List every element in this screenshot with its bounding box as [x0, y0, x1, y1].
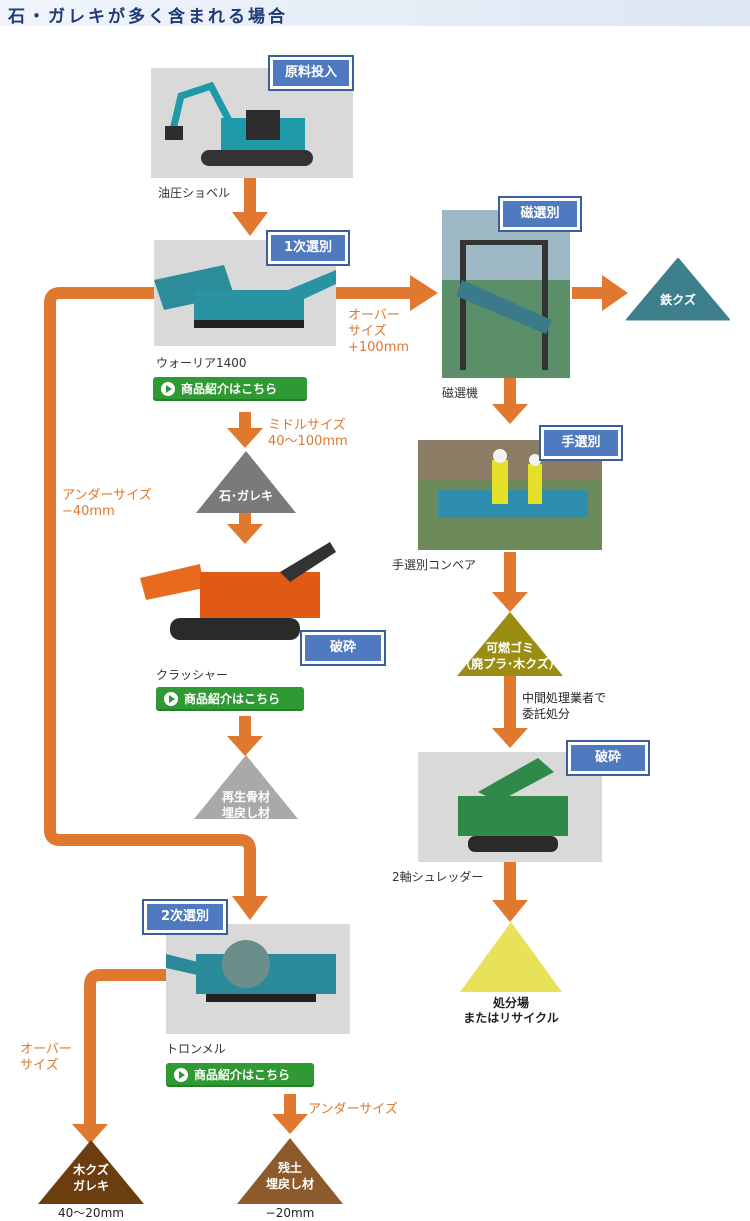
caption-warrior: ウォーリア1400 [156, 356, 247, 370]
tag-hand-sort: 手選別 [539, 425, 623, 461]
disposal-output-shape [460, 922, 562, 992]
caption-trommel: トロンメル [166, 1042, 226, 1056]
arrow-crusher-to-recycled [239, 716, 251, 740]
product-button-label: 商品紹介はこちら [194, 1068, 291, 1082]
play-icon [174, 1067, 188, 1082]
arrow-over-to-magnet [336, 287, 416, 299]
page-title: 石・ガレキが多く含まれる場合 [8, 7, 288, 27]
play-icon [164, 691, 178, 706]
arrow-hand-to-combustible [504, 552, 516, 596]
soil-output-label: 残土 埋戻し材 [265, 1161, 314, 1191]
arrow-trommel-to-soil-head [272, 1114, 308, 1134]
product-button-crusher[interactable]: 商品紹介はこちら [156, 687, 304, 711]
arrow-over2-path-head [72, 1124, 108, 1144]
arrow-shredder-to-disposal-head [492, 900, 528, 922]
label-middle: ミドルサイズ 40～100mm [268, 418, 348, 449]
product-button-warrior[interactable]: 商品紹介はこちら [153, 377, 307, 401]
label-under-2: アンダーサイズ [308, 1102, 398, 1117]
arrow-combustible-to-shredder-head [492, 728, 528, 748]
arrow-middle-to-stone [239, 412, 251, 432]
arrow-magnet-to-iron [572, 287, 608, 299]
caption-shredder: 2軸シュレッダー [392, 870, 484, 884]
caption-crusher: クラッシャー [156, 668, 229, 682]
tag-primary-screen: 1次選別 [266, 230, 350, 266]
arrow-magnet-to-hand [504, 378, 516, 408]
trommel-photo [166, 924, 350, 1034]
tag-feed: 原料投入 [268, 55, 354, 91]
arrow-magnet-to-iron-head [602, 275, 628, 311]
arrow-over2-path [84, 969, 166, 1128]
iron-output-label: 鉄クズ [660, 293, 696, 307]
combustible-output-shape [457, 612, 563, 676]
arrow-under-path [44, 287, 256, 900]
caption-excavator: 油圧ショベル [158, 186, 231, 200]
arrow-feed-to-screen [244, 178, 256, 216]
product-button-label: 商品紹介はこちら [184, 692, 281, 706]
label-under-40: アンダーサイズ −40mm [62, 488, 152, 519]
label-over-100: オーバー サイズ +100mm [348, 308, 410, 355]
soil-output-shape [237, 1138, 343, 1204]
arrow-over-to-magnet-head [410, 275, 438, 311]
wood-output-shape [38, 1140, 144, 1204]
stone-output-label: 石･ガレキ [218, 489, 273, 503]
recycled-output-shape [194, 755, 298, 819]
arrow-feed-to-screen-head [232, 212, 268, 236]
magnet-photo [442, 210, 570, 378]
stone-output-shape [196, 451, 296, 513]
recycled-output-label: 再生骨材 埋戻し材 [221, 790, 270, 820]
arrow-middle-to-stone-head [227, 428, 263, 448]
arrow-crusher-to-recycled-head [227, 736, 263, 756]
tag-crush-2: 破砕 [566, 740, 650, 776]
soil-output-size: −20mm [265, 1206, 315, 1220]
tag-secondary-screen: 2次選別 [142, 899, 228, 935]
crusher-photo [140, 542, 346, 652]
disposal-output-label: 処分場 またはリサイクル [463, 996, 559, 1025]
arrow-trommel-to-soil [284, 1094, 296, 1118]
arrow-magnet-to-hand-head [492, 404, 528, 424]
caption-magnet: 磁選機 [442, 386, 479, 400]
product-button-label: 商品紹介はこちら [181, 382, 278, 396]
wood-output-label: 木クズ ガレキ [72, 1163, 109, 1193]
combustible-output-label: 可燃ゴミ （廃プラ･木クズ） [459, 641, 561, 671]
arrow-hand-to-combustible-head [492, 592, 528, 612]
iron-output-shape [626, 258, 730, 321]
arrow-combustible-to-shredder [504, 676, 516, 732]
tag-magnetic: 磁選別 [498, 196, 582, 232]
label-middle-processor: 中間処理業者で 委託処分 [522, 691, 607, 721]
caption-hand-conveyor: 手選別コンベア [392, 558, 477, 572]
arrow-under-path-head [232, 896, 268, 920]
header-bar [0, 0, 750, 26]
play-icon [161, 381, 175, 396]
tag-crush-1: 破砕 [300, 630, 386, 666]
label-over-2: オーバー サイズ [20, 1042, 72, 1073]
arrow-shredder-to-disposal [504, 862, 516, 904]
product-button-trommel[interactable]: 商品紹介はこちら [166, 1063, 314, 1087]
wood-output-size: 40～20mm [58, 1206, 124, 1220]
arrow-stone-to-crusher-head [227, 524, 263, 544]
